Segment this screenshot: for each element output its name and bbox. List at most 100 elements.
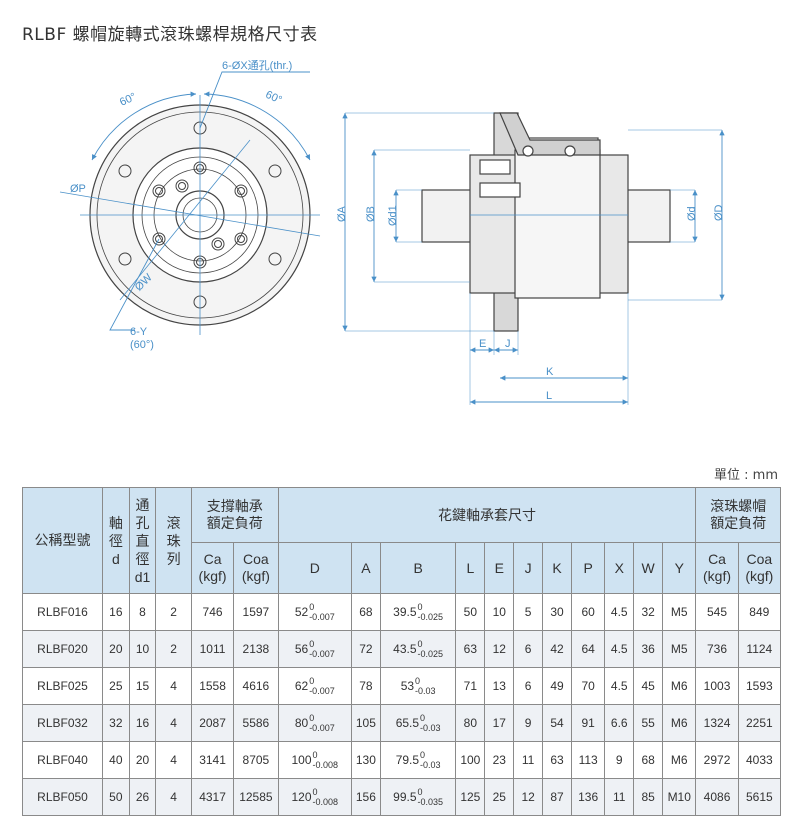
cell-L: 125	[455, 778, 486, 816]
cell-d1: 26	[128, 778, 157, 816]
col-K: K	[542, 542, 572, 594]
col-support-load: 支撐軸承額定負荷	[190, 487, 279, 543]
col-P: P	[570, 542, 606, 594]
cell-K: 42	[542, 630, 572, 668]
cell-ball-rows: 2	[155, 593, 192, 631]
cell-model: RLBF020	[21, 630, 104, 668]
cell-E: 17	[484, 704, 515, 742]
cell-J: 6	[513, 667, 544, 705]
side-view	[421, 112, 671, 332]
dd-label: Ød	[686, 206, 698, 221]
cell-J: 5	[513, 593, 544, 631]
cell-nut-ca: 2972	[695, 741, 739, 779]
cell-E: 12	[484, 630, 515, 668]
col-E: E	[484, 542, 515, 594]
col-D: D	[277, 542, 352, 594]
cell-ball-rows: 4	[155, 667, 192, 705]
cell-model: RLBF016	[21, 593, 104, 631]
cell-d: 32	[102, 704, 130, 742]
col-X: X	[604, 542, 635, 594]
cell-L: 71	[455, 667, 486, 705]
unit-label: 單位 : mm	[714, 468, 778, 483]
col-J: J	[513, 542, 544, 594]
cell-ca: 746	[190, 593, 235, 631]
cell-nut-ca: 1324	[695, 704, 739, 742]
cell-W: 32	[633, 593, 664, 631]
cell-Y: M10	[662, 778, 697, 816]
cell-A: 68	[350, 593, 381, 631]
cell-A: 130	[350, 741, 381, 779]
K-label: K	[546, 366, 554, 378]
cell-W: 55	[633, 704, 664, 742]
col-B: B	[379, 542, 457, 594]
page-title: RLBF 螺帽旋轉式滾珠螺桿規格尺寸表	[22, 25, 318, 45]
cell-coa: 12585	[233, 778, 279, 816]
cell-d: 25	[102, 667, 130, 705]
cell-Y: M5	[662, 593, 697, 631]
cell-A: 105	[350, 704, 381, 742]
cell-K: 63	[542, 741, 572, 779]
cell-d: 40	[102, 741, 130, 779]
cell-E: 10	[484, 593, 515, 631]
cell-ca: 3141	[190, 741, 235, 779]
cell-ball-rows: 4	[155, 704, 192, 742]
holes-label: 6-ØX通孔(thr.)	[222, 59, 292, 72]
cell-J: 12	[513, 778, 544, 816]
cell-W: 68	[633, 741, 664, 779]
cell-X: 4.5	[604, 667, 635, 705]
cell-K: 87	[542, 778, 572, 816]
cell-coa: 1597	[233, 593, 279, 631]
col-nut-coa: Coa(kgf)	[737, 542, 782, 594]
cell-X: 4.5	[604, 593, 635, 631]
cell-J: 6	[513, 630, 544, 668]
col-model: 公稱型號	[21, 487, 104, 594]
dd1-label: Ød1	[387, 205, 399, 226]
cell-ca: 2087	[190, 704, 235, 742]
cell-J: 9	[513, 704, 544, 742]
cell-coa: 5586	[233, 704, 279, 742]
col-L: L	[455, 542, 486, 594]
cell-J: 11	[513, 741, 544, 779]
cell-W: 36	[633, 630, 664, 668]
E-label: E	[479, 338, 486, 350]
cell-K: 49	[542, 667, 572, 705]
cell-P: 91	[570, 704, 606, 742]
cell-P: 70	[570, 667, 606, 705]
cell-nut-coa: 2251	[737, 704, 782, 742]
L-label: L	[546, 390, 552, 402]
cell-X: 6.6	[604, 704, 635, 742]
cell-nut-coa: 849	[737, 593, 782, 631]
cell-model: RLBF040	[21, 741, 104, 779]
cell-nut-coa: 1124	[737, 630, 782, 668]
cell-P: 64	[570, 630, 606, 668]
cell-d: 20	[102, 630, 130, 668]
cell-L: 63	[455, 630, 486, 668]
col-nut-ca: Ca(kgf)	[695, 542, 739, 594]
cell-P: 136	[570, 778, 606, 816]
cell-d1: 20	[128, 741, 157, 779]
angle-left-label: 60°	[118, 91, 138, 109]
cell-model: RLBF032	[21, 704, 104, 742]
cell-L: 100	[455, 741, 486, 779]
cell-W: 85	[633, 778, 664, 816]
cell-d1: 8	[128, 593, 157, 631]
cell-Y: M6	[662, 741, 697, 779]
col-coa: Coa(kgf)	[233, 542, 279, 594]
cell-Y: M5	[662, 630, 697, 668]
cell-coa: 8705	[233, 741, 279, 779]
cell-L: 50	[455, 593, 486, 631]
y-label: 6-Y	[130, 326, 148, 338]
technical-drawing: 6-ØX通孔(thr.) 60° 60° ØP ØW 6-Y (60°)	[59, 59, 725, 405]
side-labels: ØA ØB Ød1 Ød ØD E J K L	[336, 204, 725, 402]
cell-nut-ca: 736	[695, 630, 739, 668]
